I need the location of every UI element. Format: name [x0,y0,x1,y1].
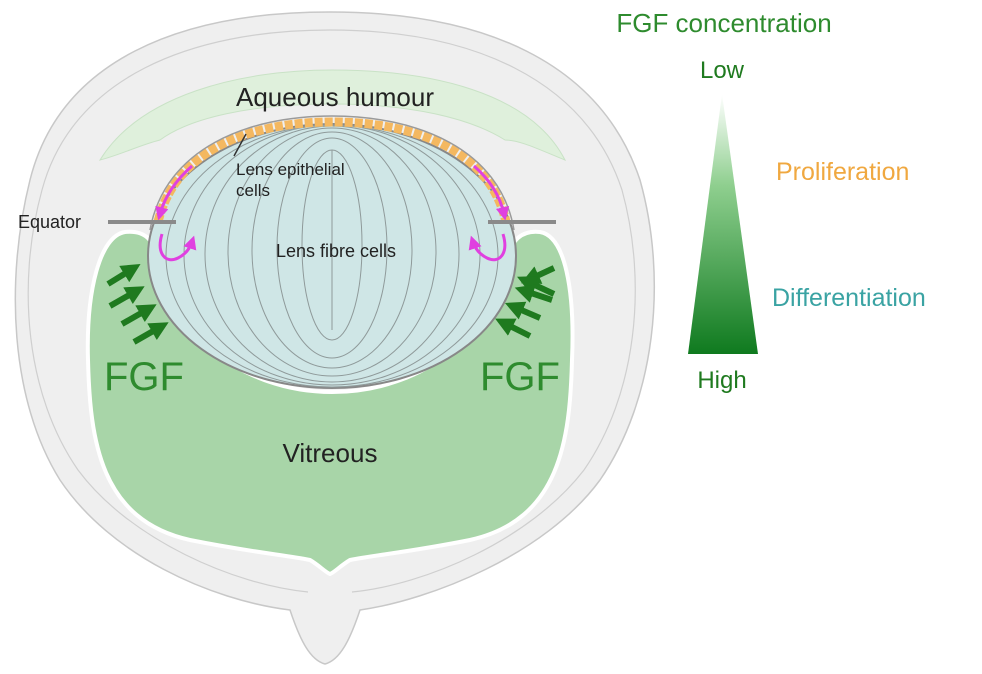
lens-epithelial-label-line2: cells [236,181,270,200]
lens-epithelial-label-line1: Lens epithelial [236,160,345,179]
differentiation-arrow-right [468,233,507,262]
epithelial-leader-line [233,133,247,157]
lens-capsule-line [149,115,515,231]
migration-arrow-left-top [155,164,193,221]
legend-title: FGF concentration [616,8,831,38]
fgf-gradient-triangle [688,94,758,354]
legend-low-label: Low [700,57,745,84]
fgf-arrows-left [106,263,169,345]
migration-arrow-right-top [473,164,510,221]
aqueous-humour-label: Aqueous humour [236,82,434,112]
vitreous-label: Vitreous [283,438,378,468]
fgf-label-left: FGF [104,355,184,399]
differentiation-label: Differentiation [772,284,926,312]
aqueous-humour-region [98,69,567,161]
fgf-label-right: FGF [480,355,560,399]
eye-inner-layer-line [27,29,636,593]
lens-fibre-cells-label: Lens fibre cells [276,241,396,261]
proliferation-label: Proliferation [776,158,909,186]
fgf-arrows-right [495,265,556,339]
differentiation-arrow-left [158,233,197,262]
legend-high-label: High [697,367,746,394]
equator-label: Equator [18,212,81,232]
vitreous-region [85,229,575,577]
